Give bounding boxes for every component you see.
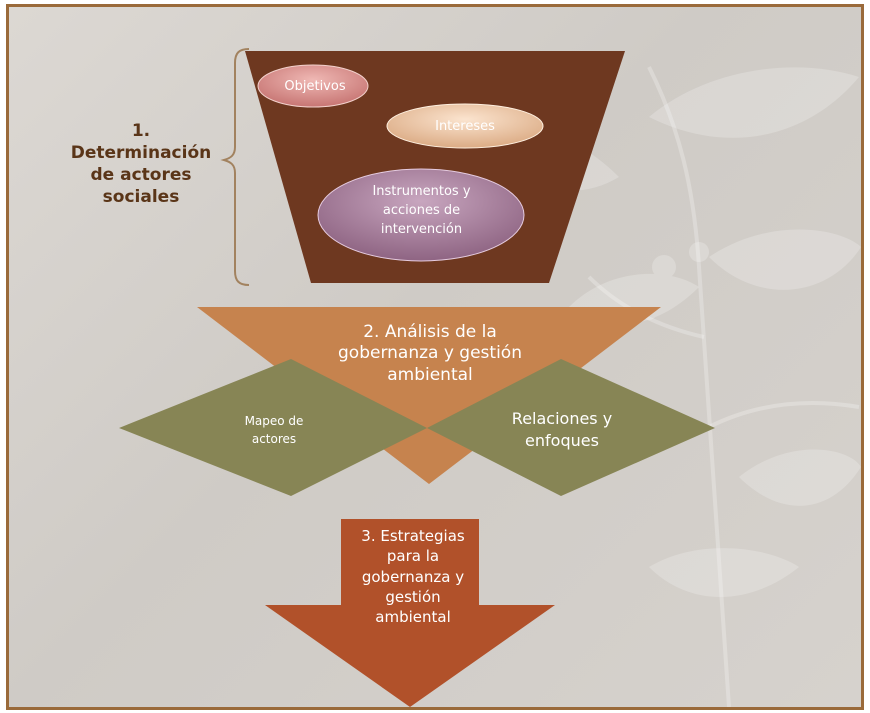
step2-label: 2. Análisis de la gobernanza y gestión a…	[338, 322, 522, 385]
instrumentos-oval	[317, 168, 525, 262]
relaciones-label: Relaciones y enfoques	[511, 409, 613, 450]
step1-bracket	[220, 48, 250, 286]
step3-label: 3. Estrategias para la gobernanza y gest…	[361, 527, 465, 626]
objetivos-label: Objetivos	[284, 79, 346, 94]
objetivos-oval	[257, 64, 369, 108]
step1-label: 1. Determinación de actores sociales	[70, 121, 212, 208]
analysis-triangle	[197, 307, 661, 484]
intereses-oval	[386, 103, 544, 149]
relaciones-diamond	[427, 359, 715, 496]
diagram-frame: 1. Determinación de actores sociales Obj…	[6, 4, 864, 710]
instrumentos-label: Instrumentos y acciones de intervención	[372, 184, 471, 237]
intereses-label: Intereses	[435, 119, 495, 134]
strategies-arrow	[265, 519, 555, 707]
mapeo-diamond	[119, 359, 427, 496]
stem-background-decoration	[587, 66, 860, 707]
diagram-canvas	[119, 48, 861, 707]
mapeo-label: Mapeo de actores	[244, 414, 304, 446]
